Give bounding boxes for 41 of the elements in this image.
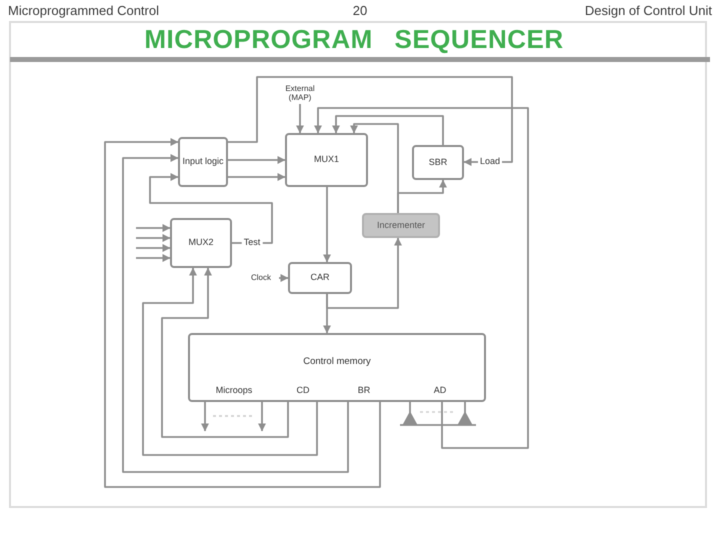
arrow	[228, 76, 513, 166]
arrow	[296, 104, 304, 134]
arrow	[136, 244, 170, 252]
arrow	[397, 180, 447, 213]
field-label: AD	[404, 382, 476, 400]
arrow	[201, 400, 209, 432]
signal-label: Clock	[243, 271, 279, 285]
arrow	[279, 274, 288, 282]
arrow	[136, 234, 170, 242]
arrow	[161, 268, 289, 438]
arrow	[323, 187, 331, 262]
register-box: CAR	[288, 262, 352, 294]
incrementer-box: Incrementer	[362, 213, 440, 238]
arrow	[332, 115, 444, 145]
arrow	[228, 173, 286, 181]
multiplexer-box: MUX2	[170, 218, 232, 268]
signal-label: External (MAP)	[276, 83, 324, 104]
field-label: BR	[344, 382, 384, 400]
header-text: Design of Control Unit	[584, 3, 712, 18]
arrow	[104, 138, 381, 488]
header-text: Microprogrammed Control	[8, 3, 159, 18]
edge-label: Test	[242, 238, 262, 248]
field-label: CD	[284, 382, 322, 400]
multiplexer-box: MUX1	[285, 133, 368, 187]
register-box: SBR	[412, 145, 464, 180]
arrow	[258, 400, 266, 432]
arrow	[314, 107, 529, 449]
arrow	[149, 173, 273, 244]
memory-box	[188, 333, 486, 402]
arrow	[326, 238, 402, 309]
logic-block: Input logic	[178, 137, 228, 187]
arrow	[136, 224, 170, 232]
slide-title: MICROPROGRAM SEQUENCER	[143, 24, 565, 55]
field-label: Microops	[200, 382, 268, 400]
header-text: 20	[352, 3, 368, 18]
arrow	[142, 268, 318, 456]
arrow	[136, 254, 170, 262]
arrow	[122, 154, 349, 473]
memory-label: Control memory	[303, 357, 371, 368]
edge-label: Load	[478, 157, 502, 167]
arrow	[228, 156, 286, 164]
